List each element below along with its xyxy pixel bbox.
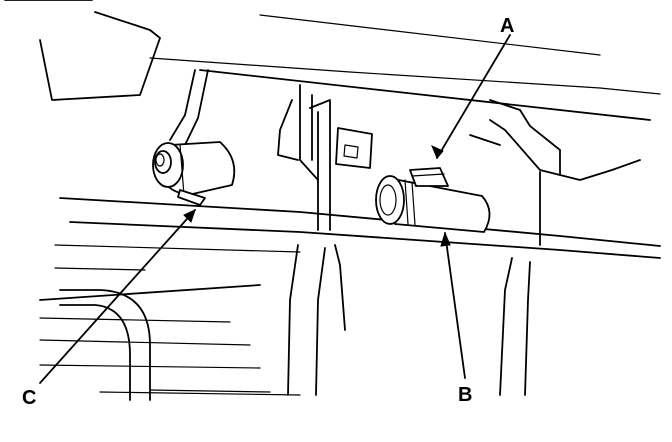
- connector-lock-a: [409, 167, 449, 187]
- leader-line-c: [39, 209, 196, 384]
- callout-label-c: C: [22, 387, 36, 409]
- leader-line-a: [431, 34, 511, 159]
- mounting-tab: [335, 127, 373, 169]
- frame-rails: [39, 197, 661, 301]
- center-bracket: [277, 84, 373, 231]
- callout-label-b: B: [458, 384, 472, 406]
- upper-panel: [4, 0, 661, 121]
- left-bracket: [169, 69, 209, 146]
- right-housing: [469, 99, 641, 246]
- lower-supports: [287, 244, 531, 396]
- leader-line-b: [440, 231, 466, 379]
- connector-c: [152, 141, 236, 206]
- mounting-tab-hole: [343, 144, 359, 159]
- connector-b: [375, 175, 491, 233]
- callout-label-a: A: [500, 15, 514, 37]
- lower-left-frame: [39, 267, 301, 401]
